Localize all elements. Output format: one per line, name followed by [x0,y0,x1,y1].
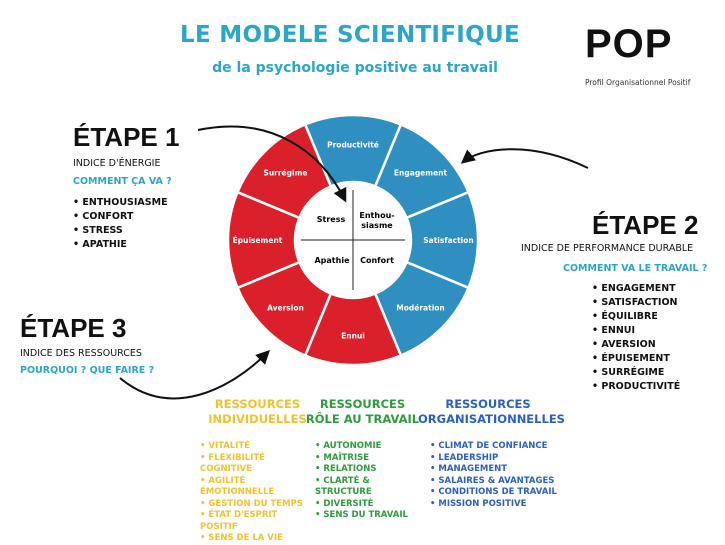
resources-individuelles-title-2: INDIVIDUELLES [208,412,307,426]
list-item: MANAGEMENT [430,464,558,476]
list-item: AUTONOMIE [315,441,420,453]
wheel-segment-label: Modération [396,304,444,313]
resources-role-title-1: RESSOURCES [319,397,406,411]
step-1-list: ENTHOUSIASME CONFORT STRESS APATHIE [73,196,168,252]
list-item: FLEXIBILITÉ COGNITIVE [200,453,315,476]
step-3-index: INDICE DES RESSOURCES [20,348,142,359]
step-2-question: COMMENT VA LE TRAVAIL ? [563,263,708,274]
list-item: ENNUI [592,324,680,338]
resources-org-title-2: ORGANISATIONNELLES [418,412,565,426]
list-item: STRESS [73,224,168,238]
resources-role-list: AUTONOMIE MAÎTRISE RELATIONS CLARTÉ & ST… [305,441,420,522]
list-item: ENGAGEMENT [592,282,680,296]
step-1-label: ÉTAPE 1 [73,122,180,152]
wheel-segment-label: Surrégime [263,168,307,177]
wheel-segment-label: Engagement [394,168,448,177]
quadrant-enthousiasme-2: siasme [361,221,393,230]
list-item: PRODUCTIVITÉ [592,380,680,394]
resources-organisationnelles: RESSOURCES ORGANISATIONNELLES CLIMAT DE … [418,397,565,510]
resources-individuelles: RESSOURCES INDIVIDUELLES VITALITÉ FLEXIB… [200,397,315,545]
wheel-labels: ProductivitéEngagementSatisfactionModéra… [233,141,474,341]
wheel-segment-label: Aversion [267,304,304,313]
arrow-step-1 [197,125,347,203]
list-item: CLARTÉ & STRUCTURE [315,476,420,499]
list-item: CLIMAT DE CONFIANCE [430,441,558,453]
list-item: MAÎTRISE [315,453,420,465]
pop-logo: POP [585,22,673,66]
list-item: LEADERSHIP [430,453,558,465]
list-item: SENS DU TRAVAIL [315,510,420,522]
step-3-label: ÉTAPE 3 [20,313,127,343]
quadrant-enthousiasme-1: Enthou- [359,211,394,220]
step-1-question: COMMENT ÇA VA ? [73,176,172,187]
resources-org-list: CLIMAT DE CONFIANCE LEADERSHIP MANAGEMEN… [418,441,558,510]
wheel-segment-label: Ennui [341,332,365,341]
list-item: MISSION POSITIVE [430,499,558,511]
resources-individuelles-list: VITALITÉ FLEXIBILITÉ COGNITIVE AGILITÉ É… [200,441,315,545]
list-item: SURRÉGIME [592,366,680,380]
list-item: GESTION DU TEMPS [200,499,315,511]
step-2-index: INDICE DE PERFORMANCE DURABLE [521,243,694,254]
list-item: ENTHOUSIASME [73,196,167,210]
list-item: AVERSION [592,338,680,352]
list-item: RELATIONS [315,464,420,476]
list-item: CONFORT [73,210,168,224]
list-item: APATHIE [73,238,168,252]
page-title: LE MODELE SCIENTIFIQUE [179,22,520,48]
list-item: ÉQUILIBRE [592,310,680,324]
page-subtitle: de la psychologie positive au travail [212,60,498,76]
step-3-question: POURQUOI ? QUE FAIRE ? [20,365,155,376]
arrow-step-3 [119,350,270,400]
pop-logo-tagline: Profil Organisationnel Positif [585,78,691,87]
wheel-segment-label: Épuisement [233,236,283,245]
wheel-segment-label: Satisfaction [423,236,474,245]
resources-org-title-1: RESSOURCES [445,397,531,411]
arrow-step-2 [460,148,589,169]
list-item: ÉPUISEMENT [592,352,680,366]
resources-role-title-2: RÔLE AU TRAVAIL [305,412,420,426]
list-item: CONDITIONS DE TRAVAIL [430,487,558,499]
list-item: SALAIRES & AVANTAGES [430,476,558,488]
step-2-label: ÉTAPE 2 [592,210,699,240]
list-item: DIVERSITÉ [315,499,420,511]
list-item: ÉTAT D'ESPRIT POSITIF [200,510,315,533]
resources-role: RESSOURCES RÔLE AU TRAVAIL AUTONOMIE MAÎ… [305,397,420,522]
list-item: VITALITÉ [200,441,315,453]
list-item: AGILITÉ ÉMOTIONNELLE [200,476,315,499]
list-item: SATISFACTION [592,296,680,310]
quadrant-confort: Confort [360,256,394,265]
step-1-index: INDICE D'ÉNERGIE [73,158,161,169]
list-item: SENS DE LA VIE [200,533,315,545]
step-2-list: ENGAGEMENT SATISFACTION ÉQUILIBRE ENNUI … [592,282,680,394]
resources-individuelles-title-1: RESSOURCES [214,397,301,411]
wheel-diagram: ProductivitéEngagementSatisfactionModéra… [119,113,589,400]
wheel-segment-label: Productivité [327,141,379,150]
quadrant-stress: Stress [317,215,346,224]
quadrant-apathie: Apathie [314,256,350,265]
